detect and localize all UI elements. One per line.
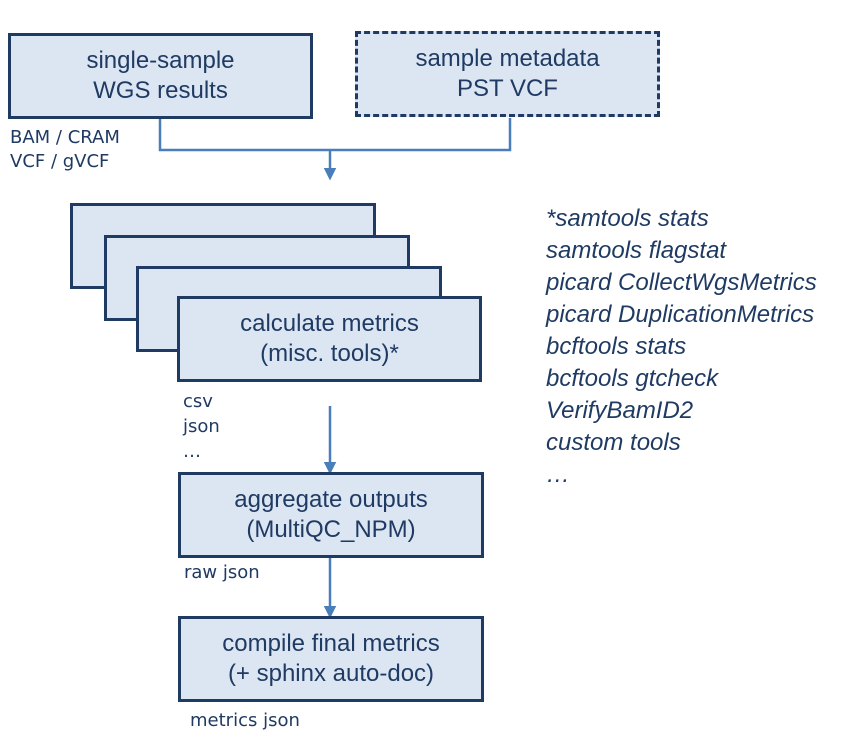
merge-connector [158, 118, 512, 152]
calculate-output-2: json [183, 416, 220, 437]
sample-metadata-box: sample metadata PST VCF [355, 31, 660, 117]
tool-item: samtools flagstat [546, 237, 727, 264]
tool-item: VerifyBamID2 [546, 397, 694, 424]
tool-item: custom tools [546, 429, 681, 456]
calculate-metrics-box: calculate metrics (misc. tools)* [177, 296, 482, 382]
compile-final-metrics-line-1: compile final metrics [222, 630, 440, 657]
aggregate-outputs-box: aggregate outputs (MultiQC_NPM) [178, 472, 484, 558]
wgs-results-line-2: WGS results [93, 77, 228, 104]
compile-final-metrics-box: compile final metrics (+ sphinx auto-doc… [178, 616, 484, 702]
tools-list: *samtools stats samtools flagstat picard… [546, 203, 817, 491]
input-formats-label: BAM / CRAM VCF / gVCF [10, 126, 120, 174]
sample-metadata-line-2: PST VCF [457, 75, 558, 102]
aggregate-outputs-line-2: (MultiQC_NPM) [246, 516, 416, 543]
compile-output-label: metrics json [190, 710, 300, 731]
calculate-output-3: … [183, 441, 201, 462]
calculate-outputs-label: csv json … [183, 389, 220, 464]
tool-item: picard DuplicationMetrics [546, 301, 815, 328]
sample-metadata-line-1: sample metadata [415, 45, 600, 72]
aggregate-output-label: raw json [184, 562, 260, 583]
calculate-metrics-line-2: (misc. tools)* [260, 340, 399, 367]
tool-item: picard CollectWgsMetrics [546, 269, 817, 296]
input-format-1: BAM / CRAM [10, 127, 120, 148]
tool-item: … [546, 461, 570, 488]
wgs-results-line-1: single-sample [86, 47, 235, 74]
tool-item: bcftools stats [546, 333, 687, 360]
wgs-results-box: single-sample WGS results [8, 33, 313, 119]
calculate-metrics-line-1: calculate metrics [240, 310, 419, 337]
calculate-output-1: csv [183, 391, 213, 412]
input-format-2: VCF / gVCF [10, 151, 110, 172]
aggregate-outputs-line-1: aggregate outputs [234, 486, 428, 513]
tool-item: *samtools stats [546, 205, 709, 232]
compile-final-metrics-line-2: (+ sphinx auto-doc) [227, 660, 435, 687]
tool-item: bcftools gtcheck [546, 365, 719, 392]
